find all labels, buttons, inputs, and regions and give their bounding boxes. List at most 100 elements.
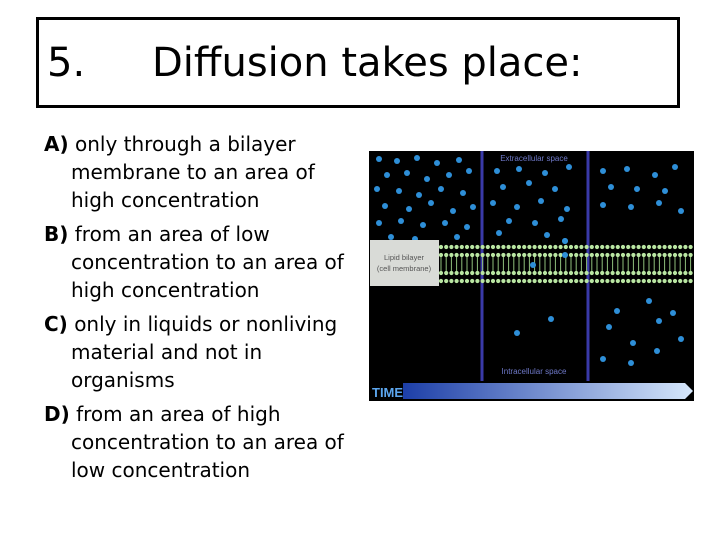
lipid-head <box>579 244 584 250</box>
lipid-head <box>574 252 579 258</box>
option-letter: B) <box>44 222 69 246</box>
lipid-head <box>516 270 522 276</box>
lipid-head <box>641 244 646 250</box>
lipid-head <box>600 252 605 258</box>
lipid-head <box>506 252 511 258</box>
lipid-head <box>631 244 636 250</box>
option-c[interactable]: C) only in liquids or nonliving material… <box>44 310 354 394</box>
lipid-head <box>579 270 584 276</box>
molecule-dot <box>630 340 636 346</box>
option-text: from an area of low concentration to an … <box>71 222 344 302</box>
lipid-head <box>610 252 615 258</box>
lipid-head <box>501 270 506 276</box>
title-box: 5. Diffusion takes place: <box>36 17 680 108</box>
lipid-head <box>459 270 464 276</box>
lipid-head <box>672 252 678 258</box>
lipid-head <box>683 244 688 250</box>
molecule-dot <box>466 168 472 174</box>
option-d[interactable]: D) from an area of high concentration to… <box>44 400 354 484</box>
lipid-head <box>490 252 496 258</box>
molecule-dot <box>544 232 550 238</box>
molecule-dot <box>470 204 476 210</box>
lipid-head <box>584 270 589 276</box>
lipid-head <box>464 244 470 250</box>
lipid-head <box>496 270 501 276</box>
lipid-head <box>662 278 667 284</box>
molecule-dot <box>398 218 404 224</box>
lipid-head <box>480 270 485 276</box>
molecule-dot <box>384 172 390 178</box>
lipid-head <box>542 244 548 250</box>
lipid-head <box>594 252 600 258</box>
lipid-head <box>678 278 683 284</box>
lipid-head <box>527 244 532 250</box>
lipid-head <box>542 270 548 276</box>
lipid-head <box>589 278 594 284</box>
molecule-dot <box>456 157 462 163</box>
lipid-head <box>563 278 568 284</box>
option-letter: C) <box>44 312 68 336</box>
lipid-head <box>657 278 662 284</box>
molecule-dot <box>446 172 452 178</box>
lipid-head <box>574 270 579 276</box>
lipid-head <box>688 278 693 284</box>
lipid-bilayer <box>438 238 693 284</box>
lipid-head <box>548 244 553 250</box>
time-arrow <box>403 383 693 399</box>
lipid-head <box>672 278 678 284</box>
lipid-head <box>589 252 594 258</box>
lipid-head <box>620 252 626 258</box>
lipid-head <box>522 278 527 284</box>
lipid-head <box>620 270 626 276</box>
molecule-dot <box>628 204 634 210</box>
lipid-head <box>652 252 657 258</box>
lipid-head <box>470 244 475 250</box>
molecule-dot <box>600 168 606 174</box>
molecule-dot <box>526 180 532 186</box>
lipid-head <box>485 278 490 284</box>
lipid-head <box>594 244 600 250</box>
extracellular-molecules <box>374 155 684 242</box>
lipid-head <box>579 278 584 284</box>
option-b[interactable]: B) from an area of low concentration to … <box>44 220 354 304</box>
bilayer-label-line2: (cell membrane) <box>377 264 432 273</box>
lipid-head <box>470 252 475 258</box>
lipid-head <box>548 252 553 258</box>
lipid-head <box>449 252 454 258</box>
lipid-head <box>646 278 652 284</box>
lipid-head <box>657 252 662 258</box>
molecule-dot <box>438 186 444 192</box>
lipid-head <box>490 244 496 250</box>
molecule-dot <box>396 188 402 194</box>
molecule-dot <box>678 208 684 214</box>
lipid-head <box>485 270 490 276</box>
bilayer-label-line1: Lipid bilayer <box>384 253 425 262</box>
lipid-head <box>558 278 563 284</box>
lipid-head <box>548 278 553 284</box>
lipid-head <box>444 252 449 258</box>
lipid-head <box>475 278 480 284</box>
lipid-head <box>438 278 444 284</box>
molecule-dot <box>500 184 506 190</box>
option-a[interactable]: A) only through a bilayer membrane to an… <box>44 130 354 214</box>
molecule-dot <box>376 220 382 226</box>
molecule-dot <box>608 184 614 190</box>
intracellular-molecules <box>514 238 684 366</box>
lipid-head <box>459 278 464 284</box>
lipid-head <box>516 278 522 284</box>
lipid-head <box>454 244 459 250</box>
lipid-head <box>688 270 693 276</box>
lipid-head <box>631 278 636 284</box>
lipid-head <box>626 270 631 276</box>
lipid-head <box>672 244 678 250</box>
lipid-head <box>516 244 522 250</box>
lipid-head <box>641 278 646 284</box>
lipid-head <box>662 270 667 276</box>
lipid-head <box>506 244 511 250</box>
lipid-head <box>594 270 600 276</box>
lipid-head <box>542 252 548 258</box>
lipid-head <box>454 278 459 284</box>
molecule-dot <box>614 308 620 314</box>
lipid-head <box>496 252 501 258</box>
lipid-head <box>620 278 626 284</box>
